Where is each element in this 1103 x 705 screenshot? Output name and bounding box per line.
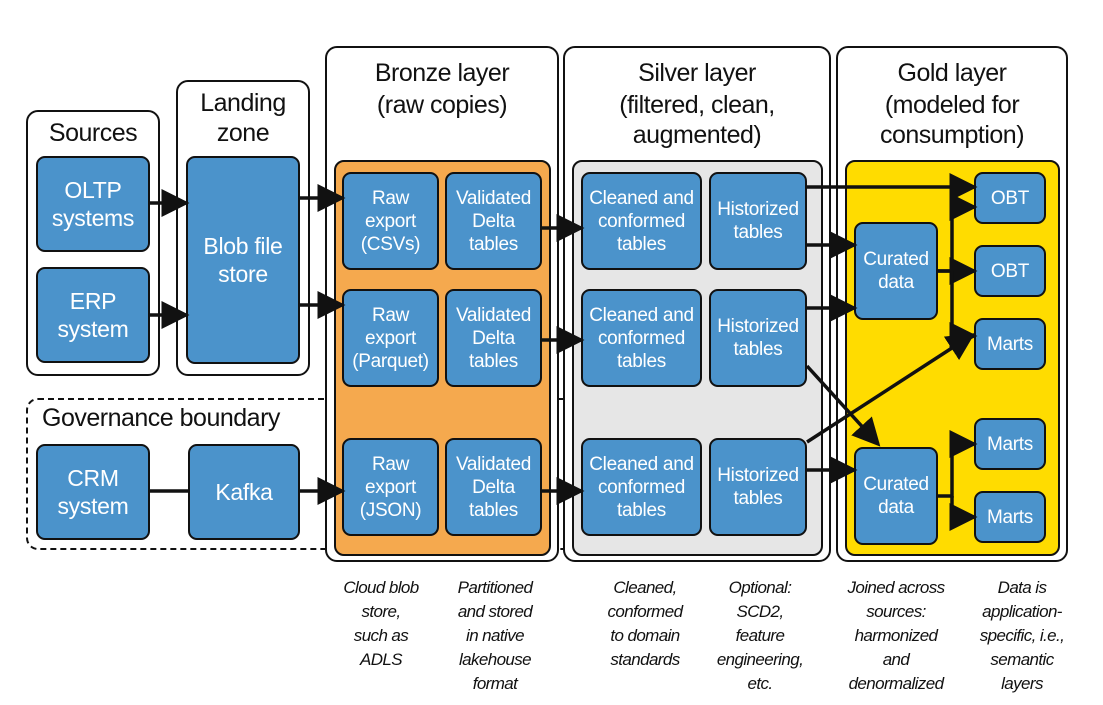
validated-delta-tables-node[interactable]: Validated Delta tables xyxy=(445,289,542,387)
sources-title: Sources xyxy=(48,119,138,147)
cleaned-conformed-tables-node[interactable]: Cleaned and conformed tables xyxy=(581,289,702,387)
note-joined-across-sources: Joined across sources: harmonized and de… xyxy=(847,578,945,693)
kafka-node[interactable]: Kafka xyxy=(188,444,300,540)
gold-layer-title: Gold layer xyxy=(897,59,1007,87)
historized-tables-node[interactable]: Historized tables xyxy=(709,172,807,270)
historized-tables-node[interactable]: Historized tables xyxy=(709,289,807,387)
raw-export-json-node[interactable]: Raw export (JSON) xyxy=(342,438,439,536)
curated-data-node[interactable]: Curated data xyxy=(854,222,938,320)
cleaned-conformed-tables-node[interactable]: Cleaned and conformed tables xyxy=(581,438,702,536)
note-optional-scd2: Optional: SCD2, feature engineering, etc… xyxy=(716,578,804,693)
note-partitioned: Partitioned and stored in native lakehou… xyxy=(457,578,533,693)
silver-layer-subtitle: (filtered, clean, augmented) xyxy=(619,91,775,149)
oltp-systems-node[interactable]: OLTP systems xyxy=(36,156,150,252)
historized-tables-node[interactable]: Historized tables xyxy=(709,438,807,536)
obt-node[interactable]: OBT xyxy=(974,172,1046,224)
note-cloud-blob-store: Cloud blob store, such as ADLS xyxy=(343,578,419,669)
crm-system-node[interactable]: CRM system xyxy=(36,444,150,540)
validated-delta-tables-node[interactable]: Validated Delta tables xyxy=(445,172,542,270)
gold-layer-subtitle: (modeled for consumption) xyxy=(879,91,1025,149)
governance-boundary-title: Governance boundary xyxy=(42,404,280,432)
marts-node[interactable]: Marts xyxy=(974,491,1046,543)
obt-node[interactable]: OBT xyxy=(974,245,1046,297)
erp-system-node[interactable]: ERP system xyxy=(36,267,150,363)
note-cleaned-conformed: Cleaned, conformed to domain standards xyxy=(607,578,684,669)
validated-delta-tables-node[interactable]: Validated Delta tables xyxy=(445,438,542,536)
raw-export-csv-node[interactable]: Raw export (CSVs) xyxy=(342,172,439,270)
curated-data-node[interactable]: Curated data xyxy=(854,447,938,545)
marts-node[interactable]: Marts xyxy=(974,418,1046,470)
blob-file-store-node[interactable]: Blob file store xyxy=(186,156,300,364)
silver-layer-title: Silver layer xyxy=(638,59,756,87)
bronze-layer-subtitle: (raw copies) xyxy=(376,91,508,119)
note-application-specific: Data is application- specific, i.e., sem… xyxy=(979,578,1065,693)
bronze-layer-title: Bronze layer xyxy=(374,59,510,87)
cleaned-conformed-tables-node[interactable]: Cleaned and conformed tables xyxy=(581,172,702,270)
landing-zone-title: Landing zone xyxy=(200,89,286,147)
raw-export-parquet-node[interactable]: Raw export (Parquet) xyxy=(342,289,439,387)
marts-node[interactable]: Marts xyxy=(974,318,1046,370)
